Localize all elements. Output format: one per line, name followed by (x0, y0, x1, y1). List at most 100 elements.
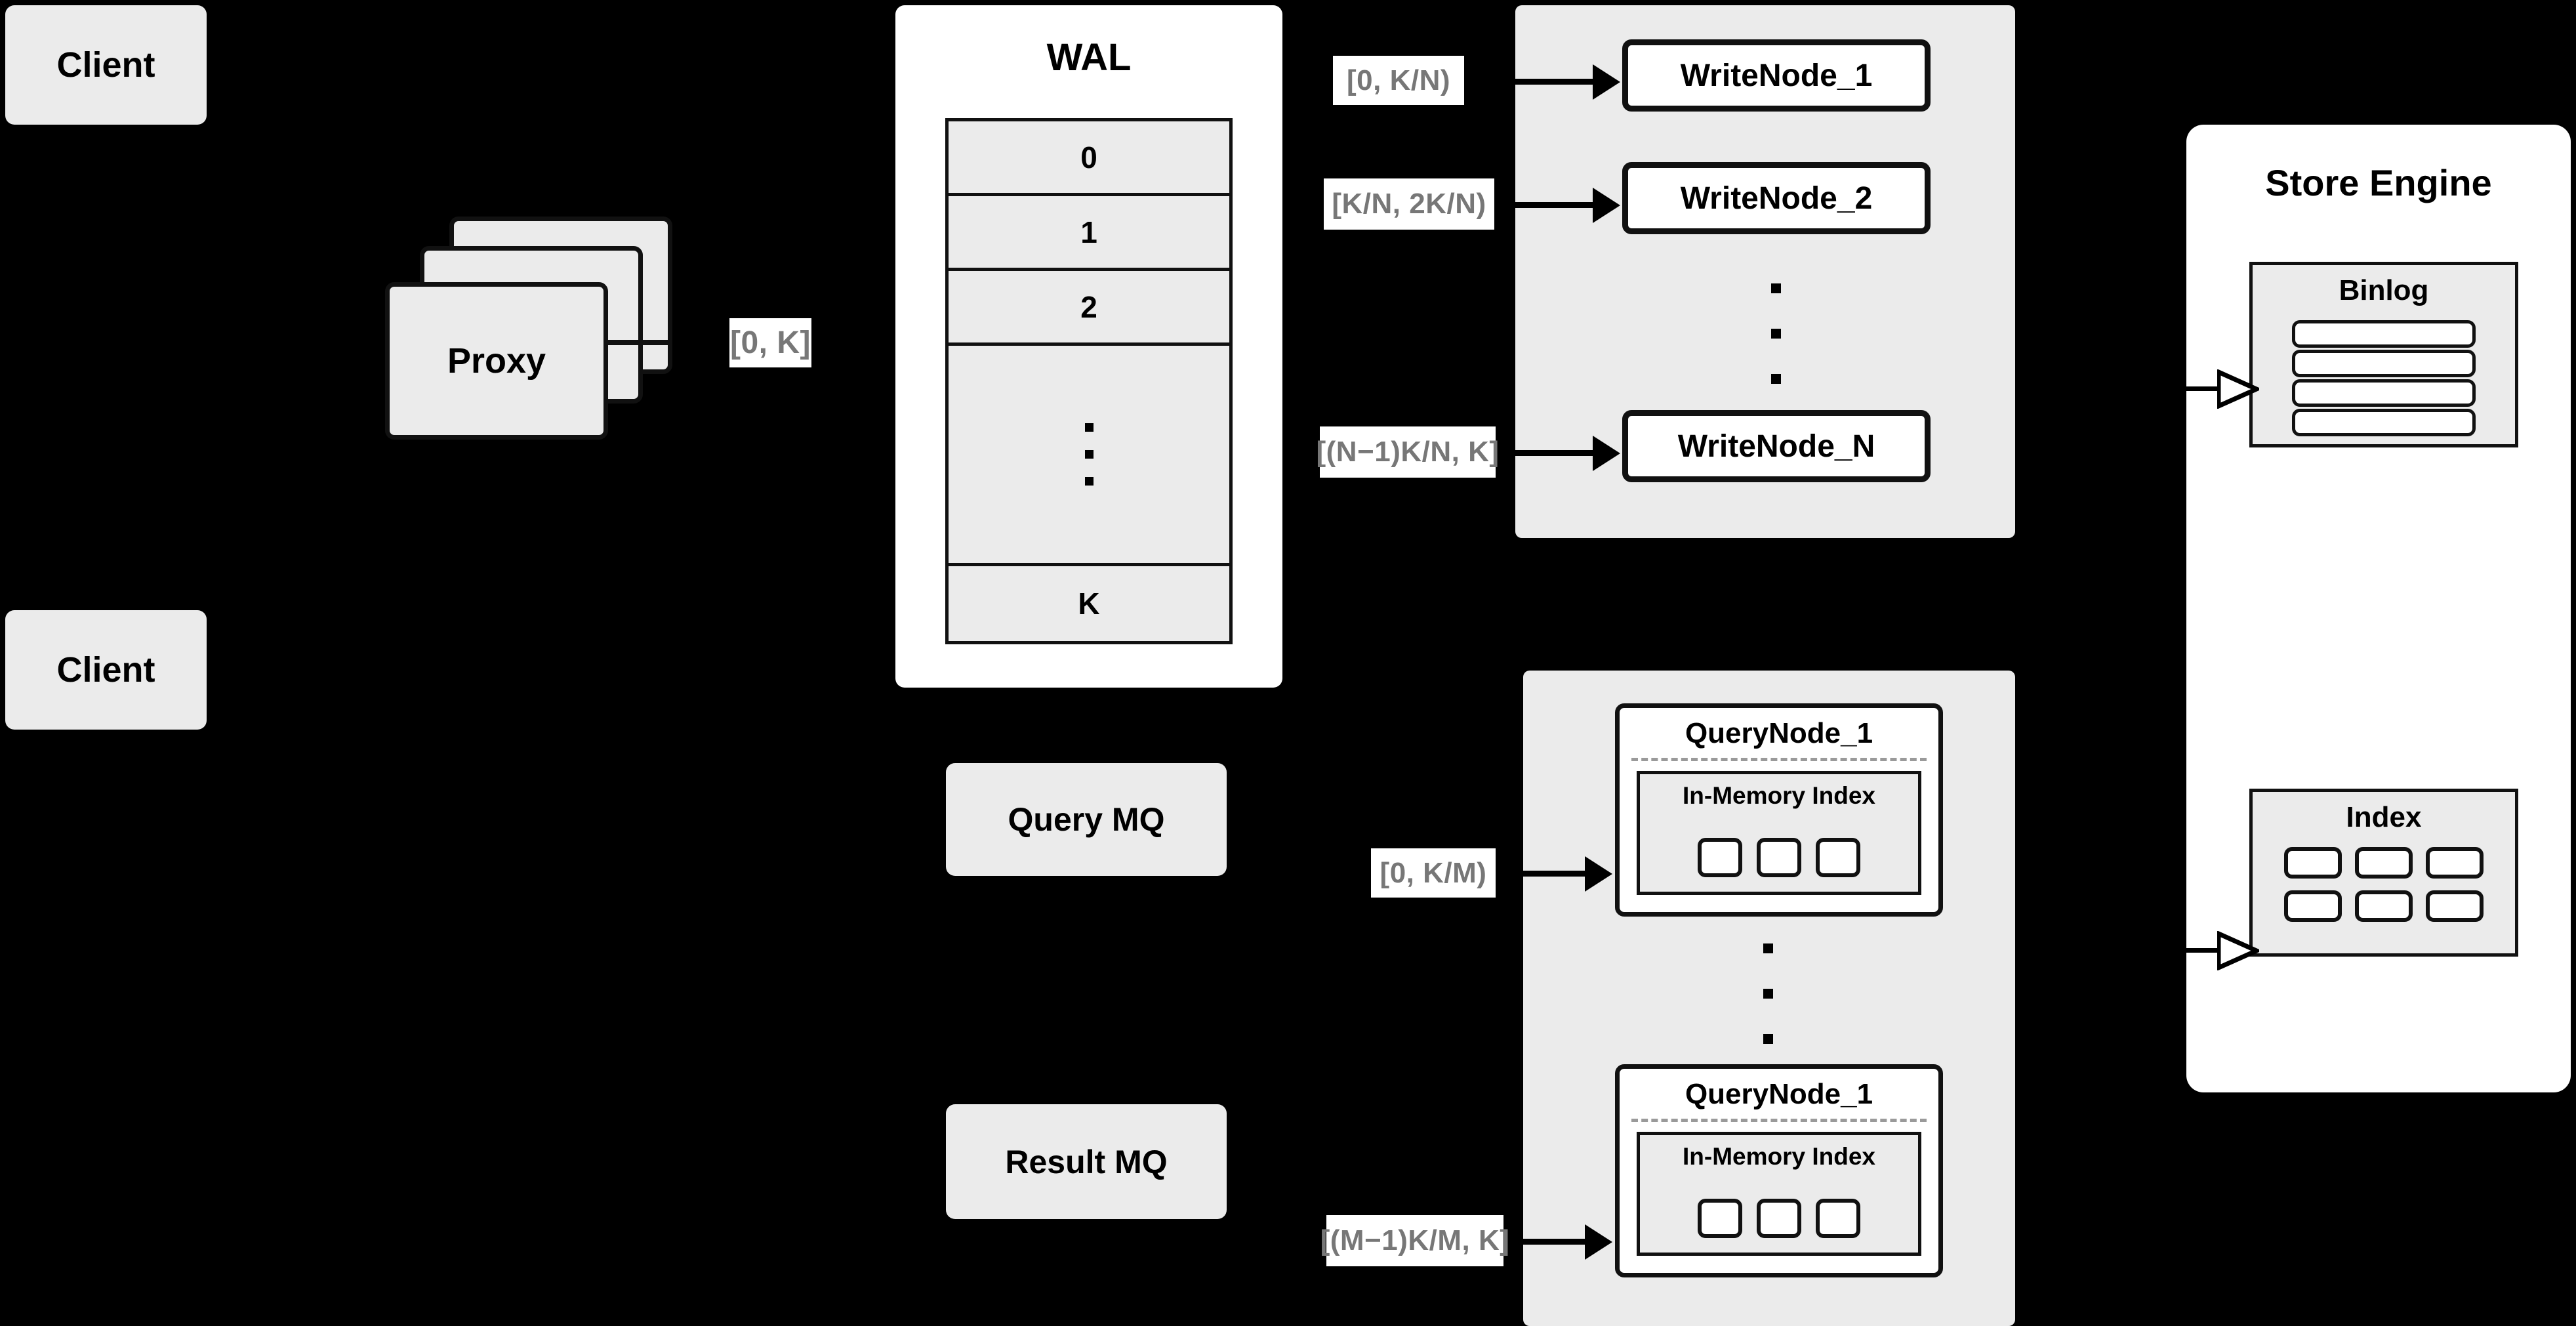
wal-ellipsis (949, 346, 1229, 566)
arrow-line-querynode-m (1509, 1239, 1586, 1245)
range-chip-query-node-m-text: [(M−1)K/M, K] (1320, 1224, 1510, 1256)
arrow-head-writenode-2 (1593, 188, 1620, 223)
query-node-1-box[interactable]: QueryNode_1 In-Memory Index (1615, 703, 1943, 917)
binlog-row-list (2292, 320, 2476, 436)
in-memory-index-m-title: In-Memory Index (1683, 1143, 1875, 1170)
proxy-wal-connector (607, 340, 672, 345)
ellipsis-dot (1771, 329, 1781, 339)
result-mq-label: Result MQ (1005, 1143, 1168, 1180)
write-node-2-label: WriteNode_2 (1680, 180, 1873, 216)
client-label-1: Client (56, 45, 155, 85)
in-memory-index-m-cells (1640, 1199, 1918, 1238)
ellipsis-dot (1763, 943, 1773, 953)
arrow-line-writenode-n (1514, 450, 1594, 456)
query-node-1-title: QueryNode_1 (1685, 717, 1873, 749)
query-node-m-box[interactable]: QueryNode_1 In-Memory Index (1615, 1064, 1943, 1277)
range-chip-query-node-1-text: [0, K/M) (1380, 856, 1487, 889)
range-chip-write-node-2: [K/N, 2K/N) (1324, 178, 1494, 230)
wal-entry-label: 1 (1080, 215, 1097, 249)
arrow-line-writenode-2 (1514, 202, 1594, 208)
client-label-2: Client (56, 650, 155, 690)
range-chip-proxy-to-wal-text: [0, K] (730, 325, 811, 360)
index-cell[interactable] (2284, 847, 2342, 879)
wal-entry-label: 0 (1080, 140, 1097, 175)
arrow-line-querynode-1 (1509, 871, 1586, 877)
in-memory-index-1-title: In-Memory Index (1683, 782, 1875, 809)
wal-entry-label: K (1078, 587, 1100, 621)
index-cell[interactable] (2355, 890, 2413, 922)
write-node-n-label: WriteNode_N (1677, 428, 1875, 464)
query-node-m-divider (1631, 1119, 1927, 1122)
proxy-label: Proxy (447, 341, 546, 381)
arrow-line-index (2175, 948, 2222, 953)
arrow-head-index (2217, 931, 2259, 970)
arrow-head-binlog (2217, 369, 2259, 409)
index-cell[interactable] (2426, 890, 2484, 922)
arrow-head-querynode-1 (1585, 856, 1612, 892)
index-cell-grid (2284, 847, 2484, 922)
in-memory-index-1: In-Memory Index (1637, 771, 1921, 895)
query-node-1-divider (1631, 758, 1927, 761)
client-box-2[interactable]: Client (5, 610, 207, 730)
range-chip-write-node-n: [(N−1)K/N, K] (1316, 426, 1499, 478)
arrow-head-writenode-n (1593, 436, 1620, 471)
write-node-1-box[interactable]: WriteNode_1 (1622, 39, 1931, 112)
ellipsis-dot (1084, 423, 1094, 432)
index-cell[interactable] (1757, 838, 1801, 877)
query-mq-label: Query MQ (1008, 801, 1165, 838)
range-chip-proxy-to-wal: [0, K] (729, 318, 811, 367)
range-chip-write-node-n-text: [(N−1)K/N, K] (1316, 436, 1500, 468)
wal-panel: WAL 0 1 2 K (895, 5, 1282, 688)
ellipsis-dot (1763, 1034, 1773, 1044)
write-node-ellipsis (1771, 283, 1781, 384)
in-memory-index-1-cells (1640, 838, 1918, 877)
store-engine-title: Store Engine (2265, 162, 2492, 203)
wal-entry-label: 2 (1080, 289, 1097, 324)
binlog-row[interactable] (2292, 350, 2476, 377)
index-title: Index (2346, 801, 2422, 833)
arrow-head-writenode-1 (1593, 64, 1620, 100)
range-chip-query-node-m: [(M−1)K/M, K] (1320, 1215, 1509, 1266)
range-chip-write-node-2-text: [K/N, 2K/N) (1332, 188, 1486, 220)
range-chip-query-node-1: [0, K/M) (1371, 848, 1496, 898)
index-cell[interactable] (1816, 1199, 1860, 1238)
proxy-card-front[interactable]: Proxy (385, 282, 608, 440)
ellipsis-dot (1084, 477, 1094, 486)
index-cell[interactable] (1698, 838, 1742, 877)
wal-entry[interactable]: 2 (949, 271, 1229, 346)
index-cell[interactable] (1816, 838, 1860, 877)
binlog-panel: Binlog (2249, 262, 2518, 447)
ellipsis-dot (1084, 450, 1094, 459)
binlog-row[interactable] (2292, 320, 2476, 348)
write-node-2-box[interactable]: WriteNode_2 (1622, 162, 1931, 234)
index-cell[interactable] (2284, 890, 2342, 922)
client-box-1[interactable]: Client (5, 5, 207, 125)
query-node-m-title: QueryNode_1 (1685, 1078, 1873, 1110)
wal-entry-last[interactable]: K (949, 566, 1229, 641)
result-mq-box[interactable]: Result MQ (946, 1104, 1227, 1219)
index-cell[interactable] (1757, 1199, 1801, 1238)
range-chip-write-node-1: [0, K/N) (1333, 56, 1464, 105)
index-cell[interactable] (2426, 847, 2484, 879)
wal-entry[interactable]: 0 (949, 121, 1229, 196)
index-cell[interactable] (2355, 847, 2413, 879)
binlog-row[interactable] (2292, 379, 2476, 407)
arrow-line-writenode-1 (1514, 79, 1594, 85)
arrow-line-binlog (2175, 386, 2222, 391)
query-node-ellipsis (1763, 943, 1773, 1044)
query-mq-box[interactable]: Query MQ (946, 763, 1227, 876)
in-memory-index-m: In-Memory Index (1637, 1132, 1921, 1256)
write-node-n-box[interactable]: WriteNode_N (1622, 410, 1931, 482)
index-cell[interactable] (1698, 1199, 1742, 1238)
binlog-row[interactable] (2292, 409, 2476, 436)
wal-title: WAL (1046, 36, 1132, 79)
binlog-title: Binlog (2339, 274, 2429, 306)
ellipsis-dot (1763, 989, 1773, 999)
ellipsis-dot (1771, 374, 1781, 384)
range-chip-write-node-1-text: [0, K/N) (1347, 64, 1450, 96)
index-panel: Index (2249, 789, 2518, 957)
write-node-1-label: WriteNode_1 (1680, 58, 1873, 93)
arrow-head-querynode-m (1585, 1224, 1612, 1260)
wal-entry[interactable]: 1 (949, 196, 1229, 271)
